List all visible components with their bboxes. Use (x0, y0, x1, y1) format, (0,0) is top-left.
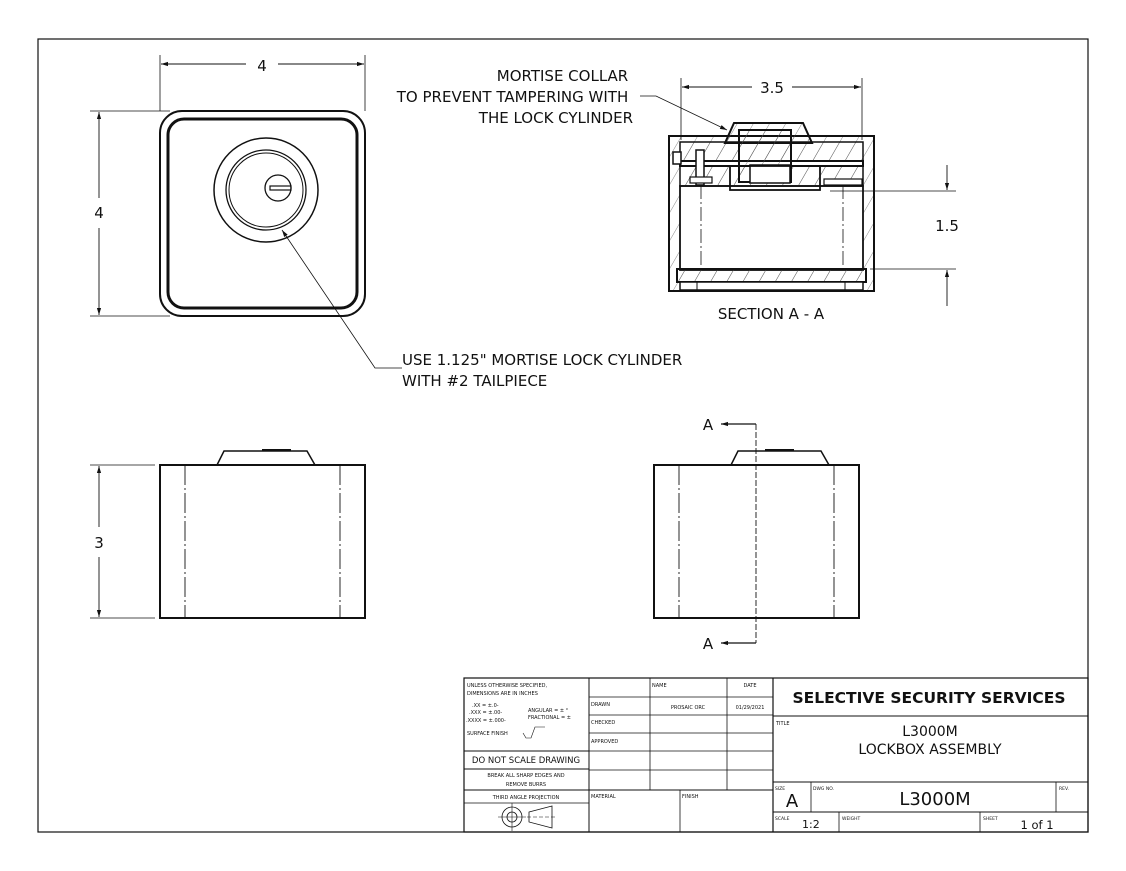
material-label: MATERIAL (591, 794, 616, 800)
title-line-1: L3000M (902, 724, 958, 740)
section-view: 3.5 1.5 SECTION A - A (640, 78, 959, 323)
sheet-label: SHEET (983, 816, 998, 822)
dim-section-depth: 1.5 (935, 217, 959, 235)
section-cavity (679, 185, 864, 271)
company-name: SELECTIVE SECURITY SERVICES (792, 689, 1065, 707)
drawn-by-name: PROSAIC ORC (671, 705, 706, 711)
row-checked-label: CHECKED (591, 720, 615, 726)
tol-fractional: FRACTIONAL = ± (528, 715, 571, 721)
drawn-date: 01/29/2021 (736, 705, 765, 711)
tol-xx: .XX = ±.0- (472, 703, 499, 709)
row-drawn-label: DRAWN (591, 702, 610, 708)
tol-xxxx: .XXXX = ±.000- (466, 718, 506, 724)
front-body (159, 464, 366, 619)
dwg-no-label: DWG NO. (813, 786, 834, 792)
collar-leader (640, 95, 728, 131)
section-marker-top: A (703, 416, 714, 434)
projection-symbol-frustum (528, 805, 553, 829)
dim-top-width: 4 (257, 57, 267, 75)
collar-note: MORTISE COLLAR TO PREVENT TAMPERING WITH… (396, 67, 633, 127)
col-date-header: DATE (743, 683, 756, 689)
cylinder-circle-inner (228, 152, 304, 228)
cylinder-note: USE 1.125" MORTISE LOCK CYLINDER WITH #2… (402, 351, 687, 390)
surface-finish-label: SURFACE FINISH (467, 731, 508, 737)
top-view-inner-outline (166, 117, 359, 310)
top-view-outer-outline (159, 110, 366, 317)
right-view: A A (653, 416, 860, 653)
section-label: SECTION A - A (718, 305, 825, 323)
cylinder-leader (281, 229, 402, 369)
title-label: TITLE (775, 721, 790, 727)
section-marker-bottom: A (703, 635, 714, 653)
col-name-header: NAME (652, 683, 667, 689)
dim-section-width: 3.5 (760, 79, 784, 97)
tol-angular: ANGULAR = ± ° (528, 708, 569, 714)
title-block (463, 677, 1089, 833)
tol-xxx: .XXX = ±.00- (469, 710, 502, 716)
svg-text:REMOVE BURRS: REMOVE BURRS (506, 782, 546, 788)
front-view: 3 (90, 449, 366, 619)
cylinder-circle-outer (225, 149, 307, 231)
do-not-scale-note: DO NOT SCALE DRAWING (472, 756, 580, 766)
projection-label: THIRD ANGLE PROJECTION (492, 795, 560, 801)
svg-text:DIMENSIONS ARE IN INCHES: DIMENSIONS ARE IN INCHES (467, 691, 538, 697)
keyway-slot (269, 185, 292, 191)
svg-text:BREAK ALL SHARP EDGES AND: BREAK ALL SHARP EDGES AND (487, 773, 564, 779)
rev-label: REV. (1059, 786, 1069, 792)
svg-text:UNLESS OTHERWISE SPECIFIED,: UNLESS OTHERWISE SPECIFIED, (467, 683, 547, 689)
keyway-circle (264, 174, 292, 202)
collar-circle (213, 137, 319, 243)
dim-top-height: 4 (94, 204, 104, 222)
title-line-2: LOCKBOX ASSEMBLY (858, 742, 1002, 758)
right-body (653, 464, 860, 619)
sheet-size: A (786, 791, 799, 812)
dim-front-height: 3 (94, 534, 104, 552)
section-bottom-plate (676, 268, 867, 283)
dwg-no: L3000M (899, 789, 970, 810)
scale-value: 1:2 (802, 818, 820, 831)
title-block-text: UNLESS OTHERWISE SPECIFIED, DIMENSIONS A… (466, 683, 1069, 832)
row-approved-label: APPROVED (591, 739, 618, 745)
front-collar (216, 450, 316, 466)
scale-label: SCALE (775, 816, 790, 822)
size-label: SIZE (775, 786, 785, 792)
top-view: 4 4 (90, 55, 402, 369)
finish-label: FINISH (682, 794, 699, 800)
sheet-number: 1 of 1 (1020, 818, 1053, 832)
weight-label: WEIGHT (842, 816, 860, 822)
